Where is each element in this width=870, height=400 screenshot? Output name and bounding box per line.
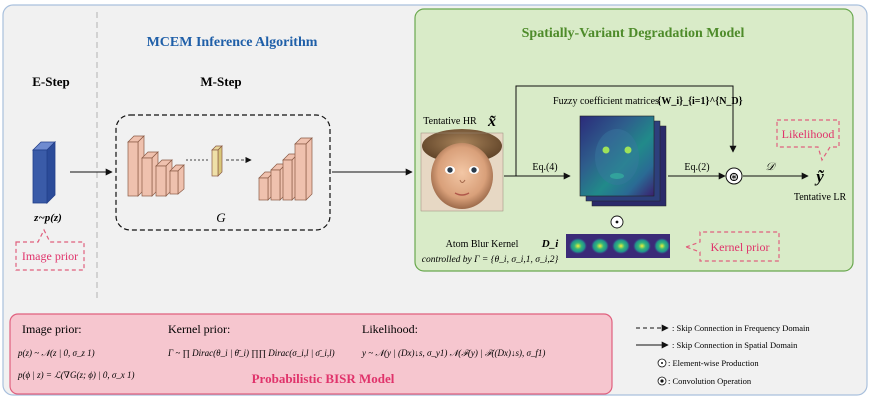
m-step-label: M-Step [200,74,241,89]
bisr-title: Probabilistic BISR Model [252,371,395,386]
legend-elementwise-text: : Element-wise Production [668,358,759,368]
bisr-likelihood-heading: Likelihood: [362,322,418,336]
inference-title: MCEM Inference Algorithm [147,35,318,50]
tentative-hr-label: Tentative HR [423,116,477,127]
legend-elementwise-dot [661,362,663,364]
kernel-prior-tag: Kernel prior [711,240,770,254]
atom-kernels-strip [566,234,670,258]
convolution-glyph: ⊛ [729,169,740,184]
generator-network [127,135,313,201]
eq2-label: Eq.(2) [684,162,709,173]
atom-symbol: D_i [541,238,559,250]
controlled-by-label: controlled by Γ = {θ_i, σ_i,1, σ_i,2} [422,255,559,265]
downsample-symbol: 𝒟 [766,161,777,173]
fuzzy-matrices-stack [579,115,667,207]
eq4-label: Eq.(4) [532,162,557,173]
likelihood-tag: Likelihood [782,127,835,141]
bisr-image-prior-eq2: p(ϕ | z) = ℒ(∇G(z; ϕ) | 0, σ_x 1) [17,370,135,380]
fuzzy-label: Fuzzy coefficient matrices [553,96,659,107]
atom-blur-label: Atom Blur Kernel [446,239,519,250]
image-prior-tag: Image prior [22,249,78,263]
fuzzy-symbol: {W_i}_{i=1}^{N_D} [657,96,742,107]
bisr-panel [9,313,613,395]
image-prior-callout [15,228,85,271]
legend-convolution-dot [660,379,664,383]
bisr-image-prior-heading: Image prior: [22,322,82,336]
hr-symbol: x̃ [487,113,496,130]
lr-symbol: ỹ [814,167,824,186]
elementwise-dot [615,220,619,224]
bisr-kernel-prior-eq: Γ ~ ∏ Dirac(θ_i | θ̄_i) ∏∏ Dirac(σ_i,l |… [167,348,335,358]
latent-z-block [32,141,56,204]
bisr-kernel-prior-heading: Kernel prior: [168,322,230,336]
degradation-title: Spatially-Variant Degradation Model [522,26,745,41]
likelihood-callout [776,119,840,162]
hr-bypass-line [515,85,737,176]
tentative-lr-label: Tentative LR [794,192,847,203]
convolution-node [725,167,743,185]
hr-baby-image [420,129,504,212]
z-distribution-label: z~p(z) [33,212,62,224]
generator-label: G [216,210,226,225]
bisr-image-prior-eq1: p(z) ~ 𝒩(z | 0, σ_z 1) [17,348,95,358]
generator-box [115,114,331,231]
legend-convolution-text: : Convolution Operation [668,376,752,386]
kernel-prior-callout [684,231,780,262]
bisr-likelihood-eq: y ~ 𝒩(y | (Dx)↓s, σ_y1) 𝒩(ℱ(y) | ℱ((Dx)↓… [361,348,545,358]
legend-solid-text: : Skip Connection in Spatial Domain [672,340,798,350]
e-step-label: E-Step [32,74,70,89]
legend-dashed-text: : Skip Connection in Frequency Domain [672,323,810,333]
